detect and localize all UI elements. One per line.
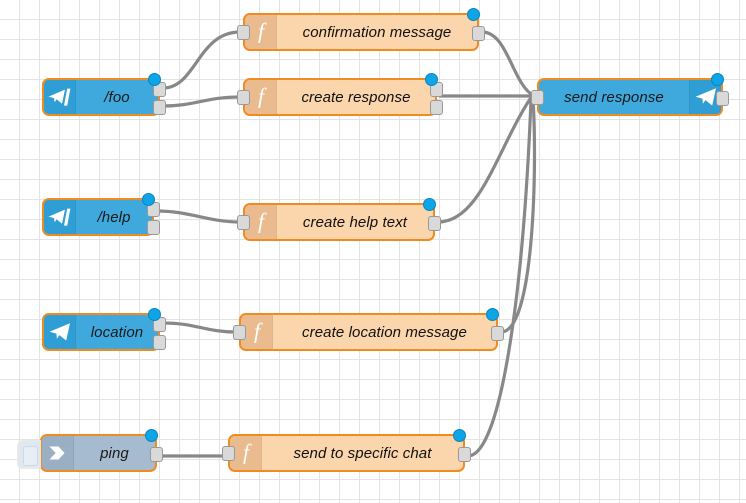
node-label: create location message [302,323,467,341]
output-port-1[interactable] [428,215,441,231]
input-port[interactable] [222,445,235,461]
input-port[interactable] [237,24,250,40]
node-label: location [90,323,144,341]
output-port-1[interactable] [458,446,471,462]
node-label: /foo [104,88,130,106]
node-body: send response [539,80,721,114]
node-status-dot [467,8,480,21]
node-body: f create location message [241,315,496,349]
output-port-2[interactable] [153,99,166,115]
svg-text:f: f [257,86,266,108]
node-send-to-specific-chat[interactable]: f send to specific chat [222,429,471,472]
telegram-plane-icon [44,315,76,349]
inject-trigger-button[interactable] [17,440,41,469]
output-port-2[interactable] [430,99,443,115]
output-port-1[interactable] [472,25,485,41]
node-label: send to specific chat [293,444,432,462]
function-f-icon: f [245,205,277,239]
input-port[interactable] [233,324,246,340]
node-status-dot [145,429,158,442]
node-label: create response [301,88,411,106]
node-ping-inject[interactable]: ping [17,429,163,472]
inject-arrow-icon [42,436,74,470]
svg-text:f: f [253,321,262,343]
node-status-dot [453,429,466,442]
input-port[interactable] [531,89,544,105]
node-status-dot [425,73,438,86]
output-port-1[interactable] [716,90,729,106]
output-port-1[interactable] [491,325,504,341]
node-status-dot [711,73,724,86]
function-f-icon: f [230,436,262,470]
node-body: location [44,315,158,349]
input-port[interactable] [237,89,250,105]
node-confirmation-message[interactable]: f confirmation message [237,8,485,51]
telegram-command-icon [44,80,76,114]
output-port-2[interactable] [153,334,166,350]
node-body: /foo [44,80,158,114]
wire-help-text-to-send-response[interactable] [436,97,532,224]
inject-trigger-inner [23,446,38,466]
output-port-1[interactable] [150,446,163,462]
input-port[interactable] [237,214,250,230]
node-body: /help [44,200,152,234]
node-label: send response [564,88,664,106]
node-body: f confirmation message [245,15,477,49]
node-foo-command[interactable]: /foo [42,73,166,116]
node-status-dot [486,308,499,321]
telegram-command-icon [44,200,76,234]
wire-confirmation-to-send-response[interactable] [480,30,536,98]
node-body: f create response [245,80,435,114]
node-send-response[interactable]: send response [531,73,729,116]
node-create-response[interactable]: f create response [237,73,443,116]
function-f-icon: f [241,315,273,349]
node-label: ping [100,444,129,462]
wire-location-to-location-message[interactable] [161,321,238,334]
svg-text:f: f [257,21,266,43]
node-status-dot [148,308,161,321]
wire-location-message-to-send-response[interactable] [499,97,537,334]
function-f-icon: f [245,80,277,114]
node-label: create help text [302,213,408,231]
node-location-event[interactable]: location [42,308,166,351]
svg-text:f: f [242,442,251,464]
wire-specific-chat-to-send-response[interactable] [466,98,533,458]
node-label: /help [97,208,131,226]
wire-foo-out1-to-confirmation[interactable] [161,30,242,90]
wire-help-cmd-to-help-text[interactable] [155,209,242,224]
node-status-dot [423,198,436,211]
function-f-icon: f [245,15,277,49]
wire-foo-out2-to-create-response[interactable] [161,95,242,108]
output-port-2[interactable] [147,219,160,235]
node-help-command[interactable]: /help [42,193,160,236]
node-body: f send to specific chat [230,436,463,470]
node-status-dot [148,73,161,86]
svg-text:f: f [257,211,266,233]
node-status-dot [142,193,155,206]
node-create-help-text[interactable]: f create help text [237,198,441,241]
node-body: f create help text [245,205,433,239]
node-create-location-message[interactable]: f create location message [233,308,504,351]
node-label: confirmation message [302,23,452,41]
node-body: ping [42,436,155,470]
